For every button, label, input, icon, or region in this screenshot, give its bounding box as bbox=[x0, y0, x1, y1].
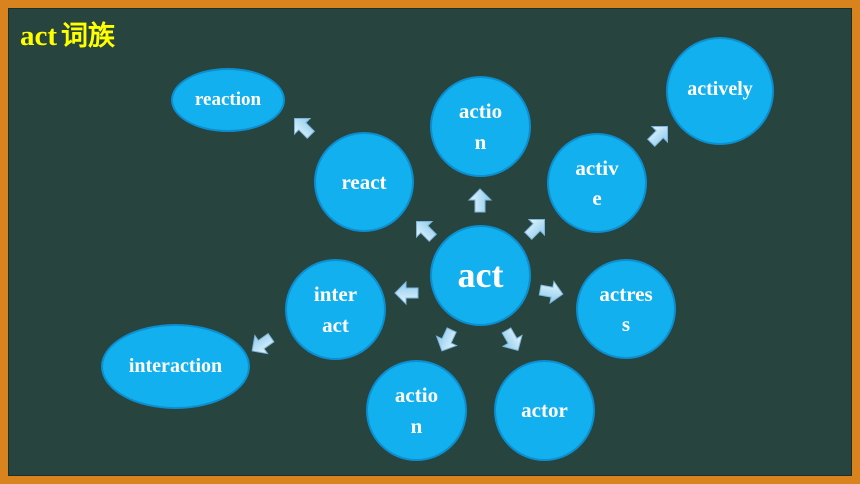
node-actress: actres s bbox=[576, 259, 676, 359]
node-actor: actor bbox=[494, 360, 595, 461]
title-word: act bbox=[20, 20, 58, 52]
node-active: activ e bbox=[547, 133, 647, 233]
title-chinese: 词族 bbox=[61, 21, 116, 52]
node-reaction: reaction bbox=[171, 68, 285, 132]
node-interaction: interaction bbox=[101, 324, 250, 409]
node-react: react bbox=[314, 132, 414, 232]
node-interact: inter act bbox=[285, 259, 386, 360]
node-actively: actively bbox=[666, 37, 774, 145]
node-action-top: actio n bbox=[430, 76, 531, 177]
node-action-bottom: actio n bbox=[366, 360, 467, 461]
node-act-center: act bbox=[430, 225, 531, 326]
